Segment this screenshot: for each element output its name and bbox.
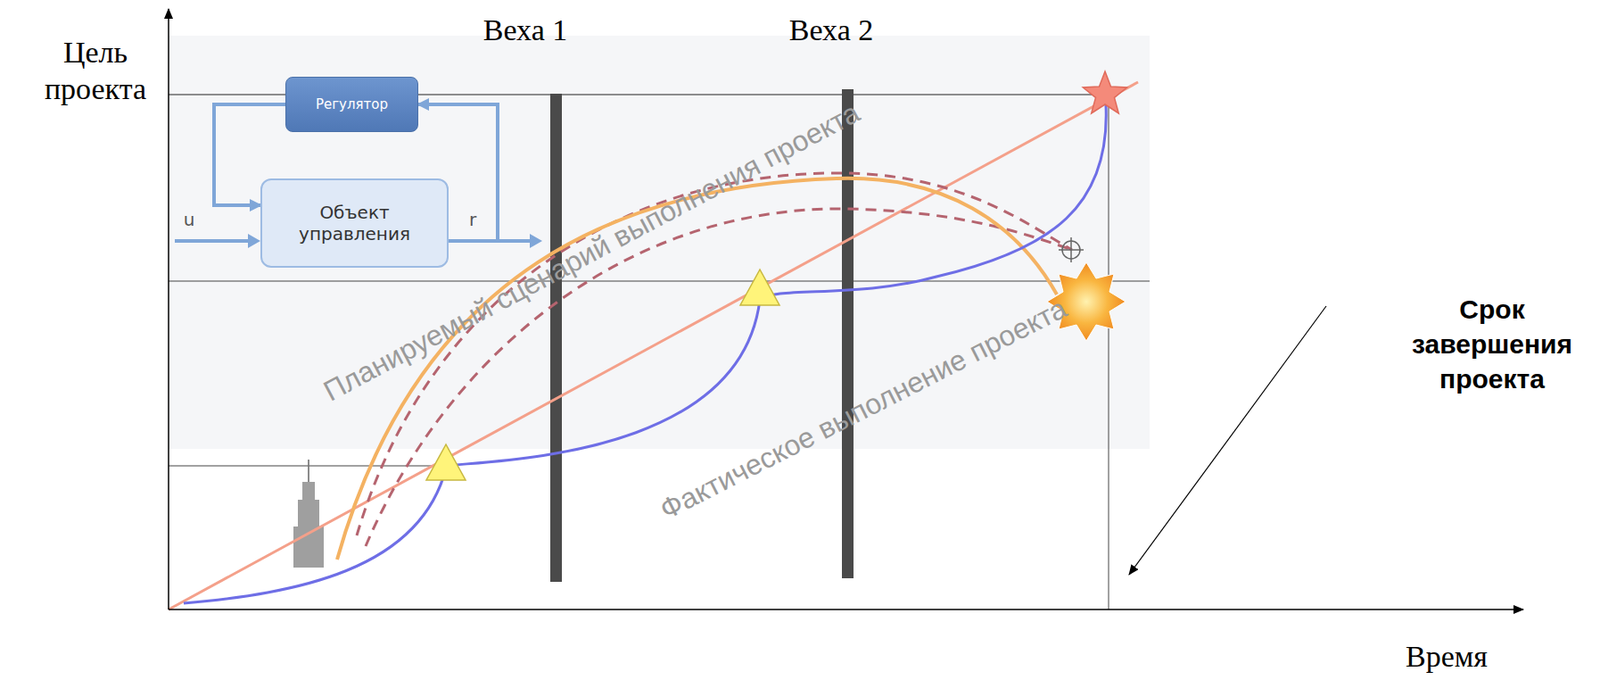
milestone-bar [841,89,854,578]
plan-line [168,82,1139,610]
level-line [168,280,1150,282]
controller-box: Регулятор [285,76,419,132]
deadline-line [1108,94,1110,610]
deadline-note: Срок завершения проекта [1398,291,1586,396]
managed-curve [183,468,446,603]
picture-ground [168,35,1150,449]
milestone-bar [550,93,562,582]
signal-name: r [469,208,477,231]
axis-title: Время [1405,639,1488,674]
axis-title: Цель проекта [24,34,167,108]
building-icon [293,459,324,568]
milestone-label: Веха 1 [483,13,568,48]
goal-star [1082,71,1127,114]
signal-name: u [183,208,196,231]
plant-box: Объект управления [260,178,449,268]
managed-curve [445,299,760,466]
box-text: Регулятор [315,96,388,113]
milestone-triangle [426,444,466,480]
level-line [168,465,446,467]
box-text: Объект управления [271,201,438,245]
y-axis [167,8,170,610]
leader-line [1129,305,1327,575]
watermark-text: Фактическое выполнение проекта [654,291,1073,527]
milestone-triangle [740,269,780,306]
scenario-curve [356,173,1073,536]
x-axis [168,608,1524,611]
crosshair [1058,237,1084,263]
milestone-label: Веха 2 [789,13,874,48]
scenario-curve [365,208,1073,546]
